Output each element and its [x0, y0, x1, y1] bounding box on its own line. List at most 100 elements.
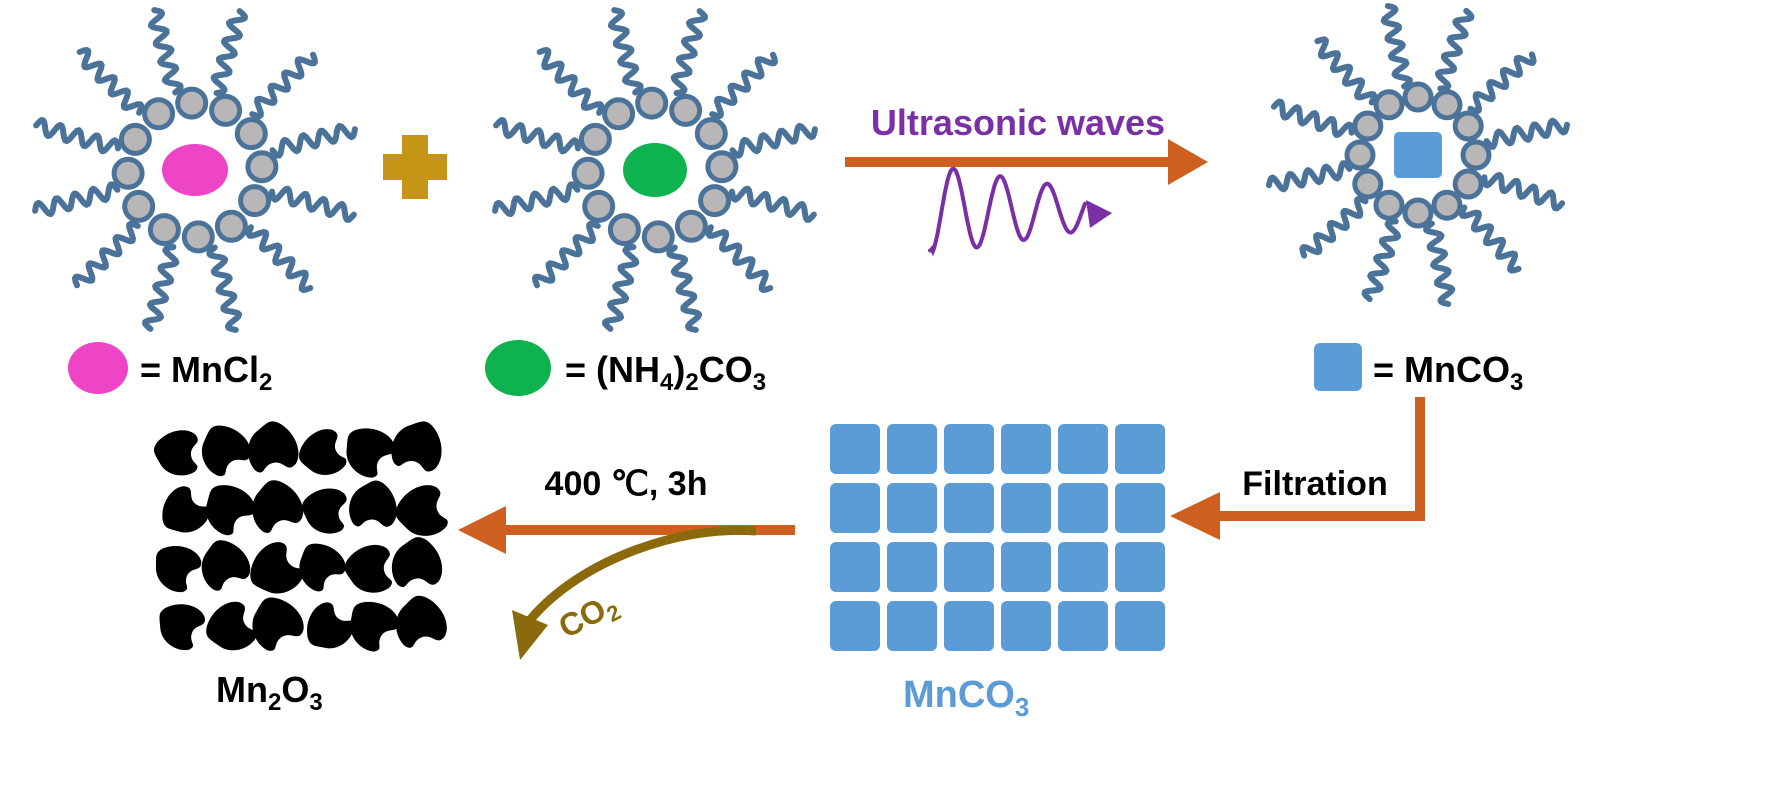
- surfactant-head: [1373, 189, 1405, 221]
- surfactant-tail: [1266, 160, 1353, 193]
- surfactant-head: [641, 220, 675, 254]
- mnco3-crystal: [1058, 483, 1108, 533]
- surfactant-tail: [32, 181, 121, 218]
- mn2o3-particle: [346, 428, 395, 478]
- mnco3-crystal: [1001, 542, 1051, 592]
- surfactant-head: [1452, 168, 1484, 200]
- surfactant-tail: [249, 51, 318, 120]
- surfactant-tail: [1380, 3, 1413, 90]
- mn2o3-particle: [159, 604, 205, 651]
- surfactant-head: [1344, 139, 1376, 171]
- ultrasonic-arrowhead: [1168, 139, 1208, 185]
- surfactant-tail: [1270, 98, 1355, 138]
- surfactant-head: [214, 209, 248, 243]
- surfactant-head: [578, 122, 612, 156]
- surfactant-head: [142, 97, 176, 131]
- mn2o3-particle: [396, 595, 447, 648]
- surfactant-head: [1460, 139, 1492, 171]
- surfactant-tail: [1423, 220, 1456, 307]
- co2-release-arrow: [526, 525, 757, 623]
- surfactant-head: [234, 117, 268, 151]
- surfactant-tail: [147, 7, 184, 96]
- mn2o3-particle: [391, 421, 442, 472]
- surfactant-tail: [269, 122, 358, 159]
- surfactant-tail: [602, 244, 640, 332]
- mnco3-crystal: [944, 424, 994, 474]
- surfactant-head: [607, 213, 641, 247]
- surfactant-head: [111, 156, 145, 190]
- surfactant-head: [181, 220, 215, 254]
- mnco3-crystal: [1058, 542, 1108, 592]
- surfactant-head: [582, 189, 616, 223]
- mnco3-crystal: [887, 601, 937, 651]
- surfactant-tail: [76, 47, 145, 116]
- mnco3-crystal: [887, 424, 937, 474]
- surfactant-tail: [1361, 218, 1401, 303]
- mn2o3-particle: [344, 545, 392, 593]
- mnco3-legend-swatch: [1314, 343, 1362, 391]
- surfactant-tail: [729, 185, 817, 223]
- calcination-label: 400 ℃, 3h: [545, 465, 708, 503]
- mn2o3-product-label: Mn2O3: [216, 669, 323, 716]
- surfactant-tail: [33, 117, 121, 155]
- surfactant-tail: [493, 117, 581, 155]
- surfactant-tail: [1481, 172, 1566, 212]
- surfactant-tail: [1314, 36, 1378, 106]
- filtration-label: Filtration: [1242, 465, 1387, 503]
- mnco3-crystal: [1058, 424, 1108, 474]
- surfactant-head: [1431, 189, 1463, 221]
- mnco3-crystal: [887, 542, 937, 592]
- surfactant-tail: [709, 51, 778, 120]
- surfactant-tail: [210, 8, 248, 96]
- surfactant-head: [694, 117, 728, 151]
- co2-label: CO2: [553, 585, 625, 649]
- mn2o3-product-particles: [153, 421, 448, 652]
- surfactant-head: [1402, 197, 1434, 229]
- surfactant-head: [705, 150, 739, 184]
- surfactant-tail: [1435, 7, 1475, 92]
- mnco3-product-grid: [830, 424, 1165, 651]
- mnco3-crystal: [887, 483, 937, 533]
- mnco3-crystal: [944, 483, 994, 533]
- surfactant-tail: [705, 224, 774, 293]
- surfactant-head: [1373, 89, 1405, 121]
- nh4co3-micelle: [492, 7, 818, 333]
- mn2o3-particle: [250, 542, 304, 594]
- surfactant-tail: [1299, 195, 1369, 259]
- mnco3-crystal: [1058, 601, 1108, 651]
- surfactant-tail: [1467, 51, 1537, 115]
- surfactant-tail: [142, 244, 180, 332]
- ultrasonic-wave-icon: [928, 166, 1112, 257]
- surfactant-head: [209, 93, 243, 127]
- surfactant-tail: [72, 220, 141, 289]
- mn2o3-particle: [306, 602, 355, 649]
- mn2o3-particle: [349, 480, 397, 527]
- surfactant-tail: [245, 224, 314, 293]
- surfactant-head: [245, 150, 279, 184]
- surfactant-tail: [536, 47, 605, 116]
- mn2o3-particle: [391, 537, 443, 588]
- mn2o3-particle: [299, 429, 347, 475]
- mn2o3-particle: [299, 543, 346, 592]
- mnco3-crystal: [830, 542, 880, 592]
- nh4co3-legend-label: = (NH4)2CO3: [565, 349, 766, 396]
- mn2o3-particle: [395, 485, 448, 536]
- mncl2-core: [162, 144, 228, 196]
- mnco3-crystal: [1115, 424, 1165, 474]
- surfactant-head: [238, 184, 272, 218]
- mn2o3-particle: [206, 485, 255, 536]
- surfactant-head: [1352, 168, 1384, 200]
- ultrasonic-label: Ultrasonic waves: [871, 102, 1165, 143]
- surfactant-head: [1431, 89, 1463, 121]
- surfactant-head: [147, 213, 181, 247]
- surfactant-tail: [729, 122, 818, 159]
- mn2o3-particle: [248, 421, 299, 473]
- mn2o3-particle: [201, 540, 251, 591]
- surfactant-tail: [1458, 204, 1522, 274]
- mn2o3-particle: [156, 545, 202, 593]
- surfactant-tail: [206, 244, 243, 333]
- mnco3-crystal: [1001, 483, 1051, 533]
- mnco3-crystal: [944, 601, 994, 651]
- mnco3-crystal: [1115, 483, 1165, 533]
